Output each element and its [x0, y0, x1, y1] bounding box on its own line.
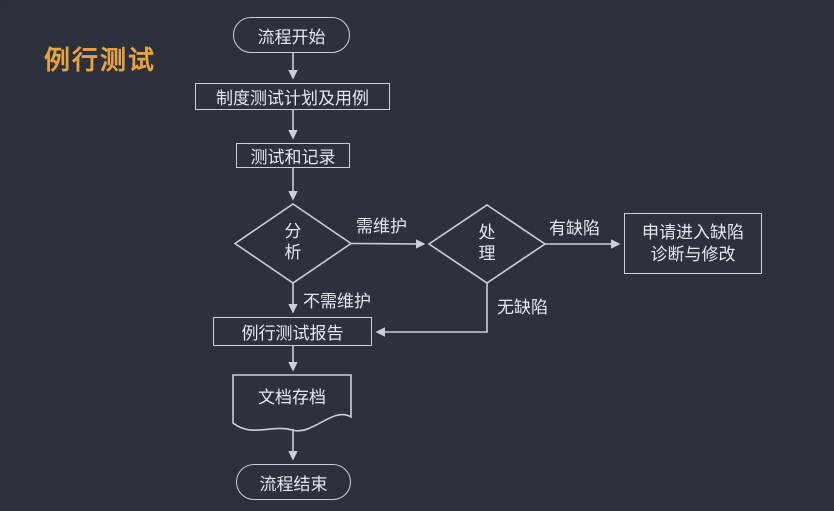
node-end-label: 流程结束 [259, 474, 328, 495]
edge-handle-to-report [375, 283, 488, 337]
node-start: 流程开始 [233, 17, 350, 53]
node-analyze-label-line1: 分 [284, 222, 302, 242]
node-end: 流程结束 [236, 464, 351, 500]
node-test-record-label: 测试和记录 [250, 148, 336, 168]
node-defect-request-line1: 申请进入缺陷 [642, 222, 744, 243]
node-handle-label-line1: 处 [478, 223, 496, 243]
edge-label-no-maintenance: 不需维护 [303, 292, 371, 312]
node-handle-label-line2: 理 [478, 244, 496, 264]
node-test-record: 测试和记录 [236, 143, 350, 168]
node-report: 例行测试报告 [213, 317, 372, 346]
edge-label-need-maintenance: 需维护 [356, 217, 407, 237]
edge-analyze-to-handle [350, 239, 426, 249]
node-handle-label: 处 理 [427, 223, 547, 265]
node-defect-request: 申请进入缺陷 诊断与修改 [624, 213, 762, 274]
node-archive-label: 文档存档 [258, 388, 326, 408]
edge-label-no-defect: 无缺陷 [497, 298, 548, 318]
page-title: 例行测试 [44, 46, 157, 76]
node-plan: 制度测试计划及用例 [195, 83, 390, 110]
node-defect-request-line2: 诊断与修改 [650, 244, 736, 265]
node-report-label: 例行测试报告 [241, 324, 344, 344]
node-start-label: 流程开始 [257, 27, 326, 48]
archive-document-shape [232, 374, 352, 432]
node-analyze-label-line2: 析 [284, 243, 302, 263]
edge-label-has-defect: 有缺陷 [549, 219, 600, 239]
node-plan-label: 制度测试计划及用例 [216, 89, 369, 109]
node-analyze-label: 分 析 [233, 222, 353, 264]
